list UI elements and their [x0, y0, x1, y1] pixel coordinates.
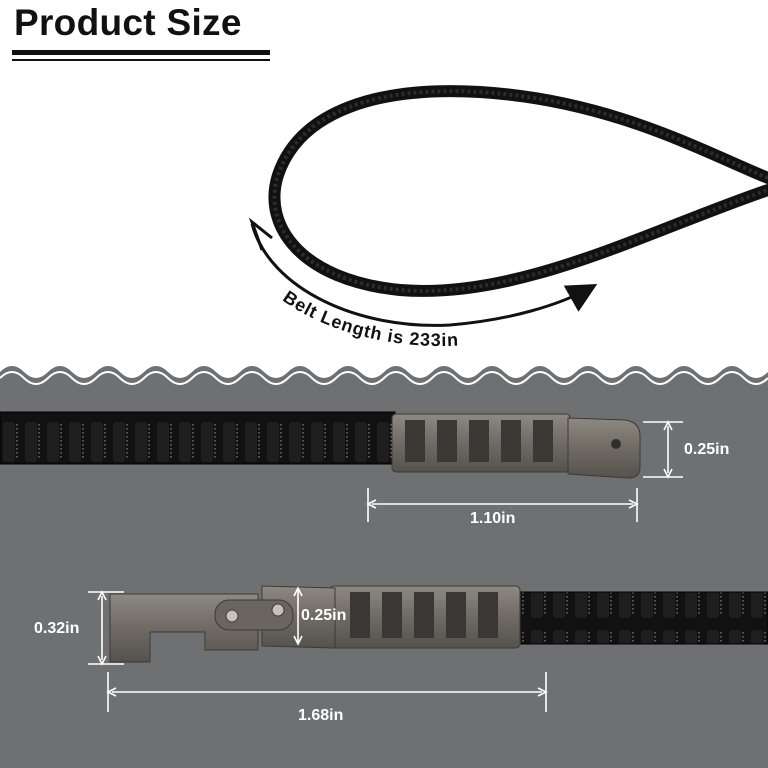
top-height-label: 0.25in — [684, 441, 730, 458]
page-title: Product Size — [14, 2, 242, 43]
bottom-height-right-label: 0.25in — [301, 607, 347, 624]
bottom-height-left-label: 0.32in — [34, 620, 80, 637]
top-belt-assembly — [0, 411, 641, 479]
title-underline-thick — [12, 50, 270, 55]
title-underline-thin — [12, 59, 270, 61]
bottom-belt-assembly — [109, 585, 768, 663]
dimension-lines — [88, 420, 683, 712]
top-width-label: 1.10in — [470, 510, 516, 527]
bottom-width-label: 1.68in — [298, 707, 344, 724]
belt-loop — [268, 85, 768, 297]
belt-length-arrow — [250, 223, 598, 327]
